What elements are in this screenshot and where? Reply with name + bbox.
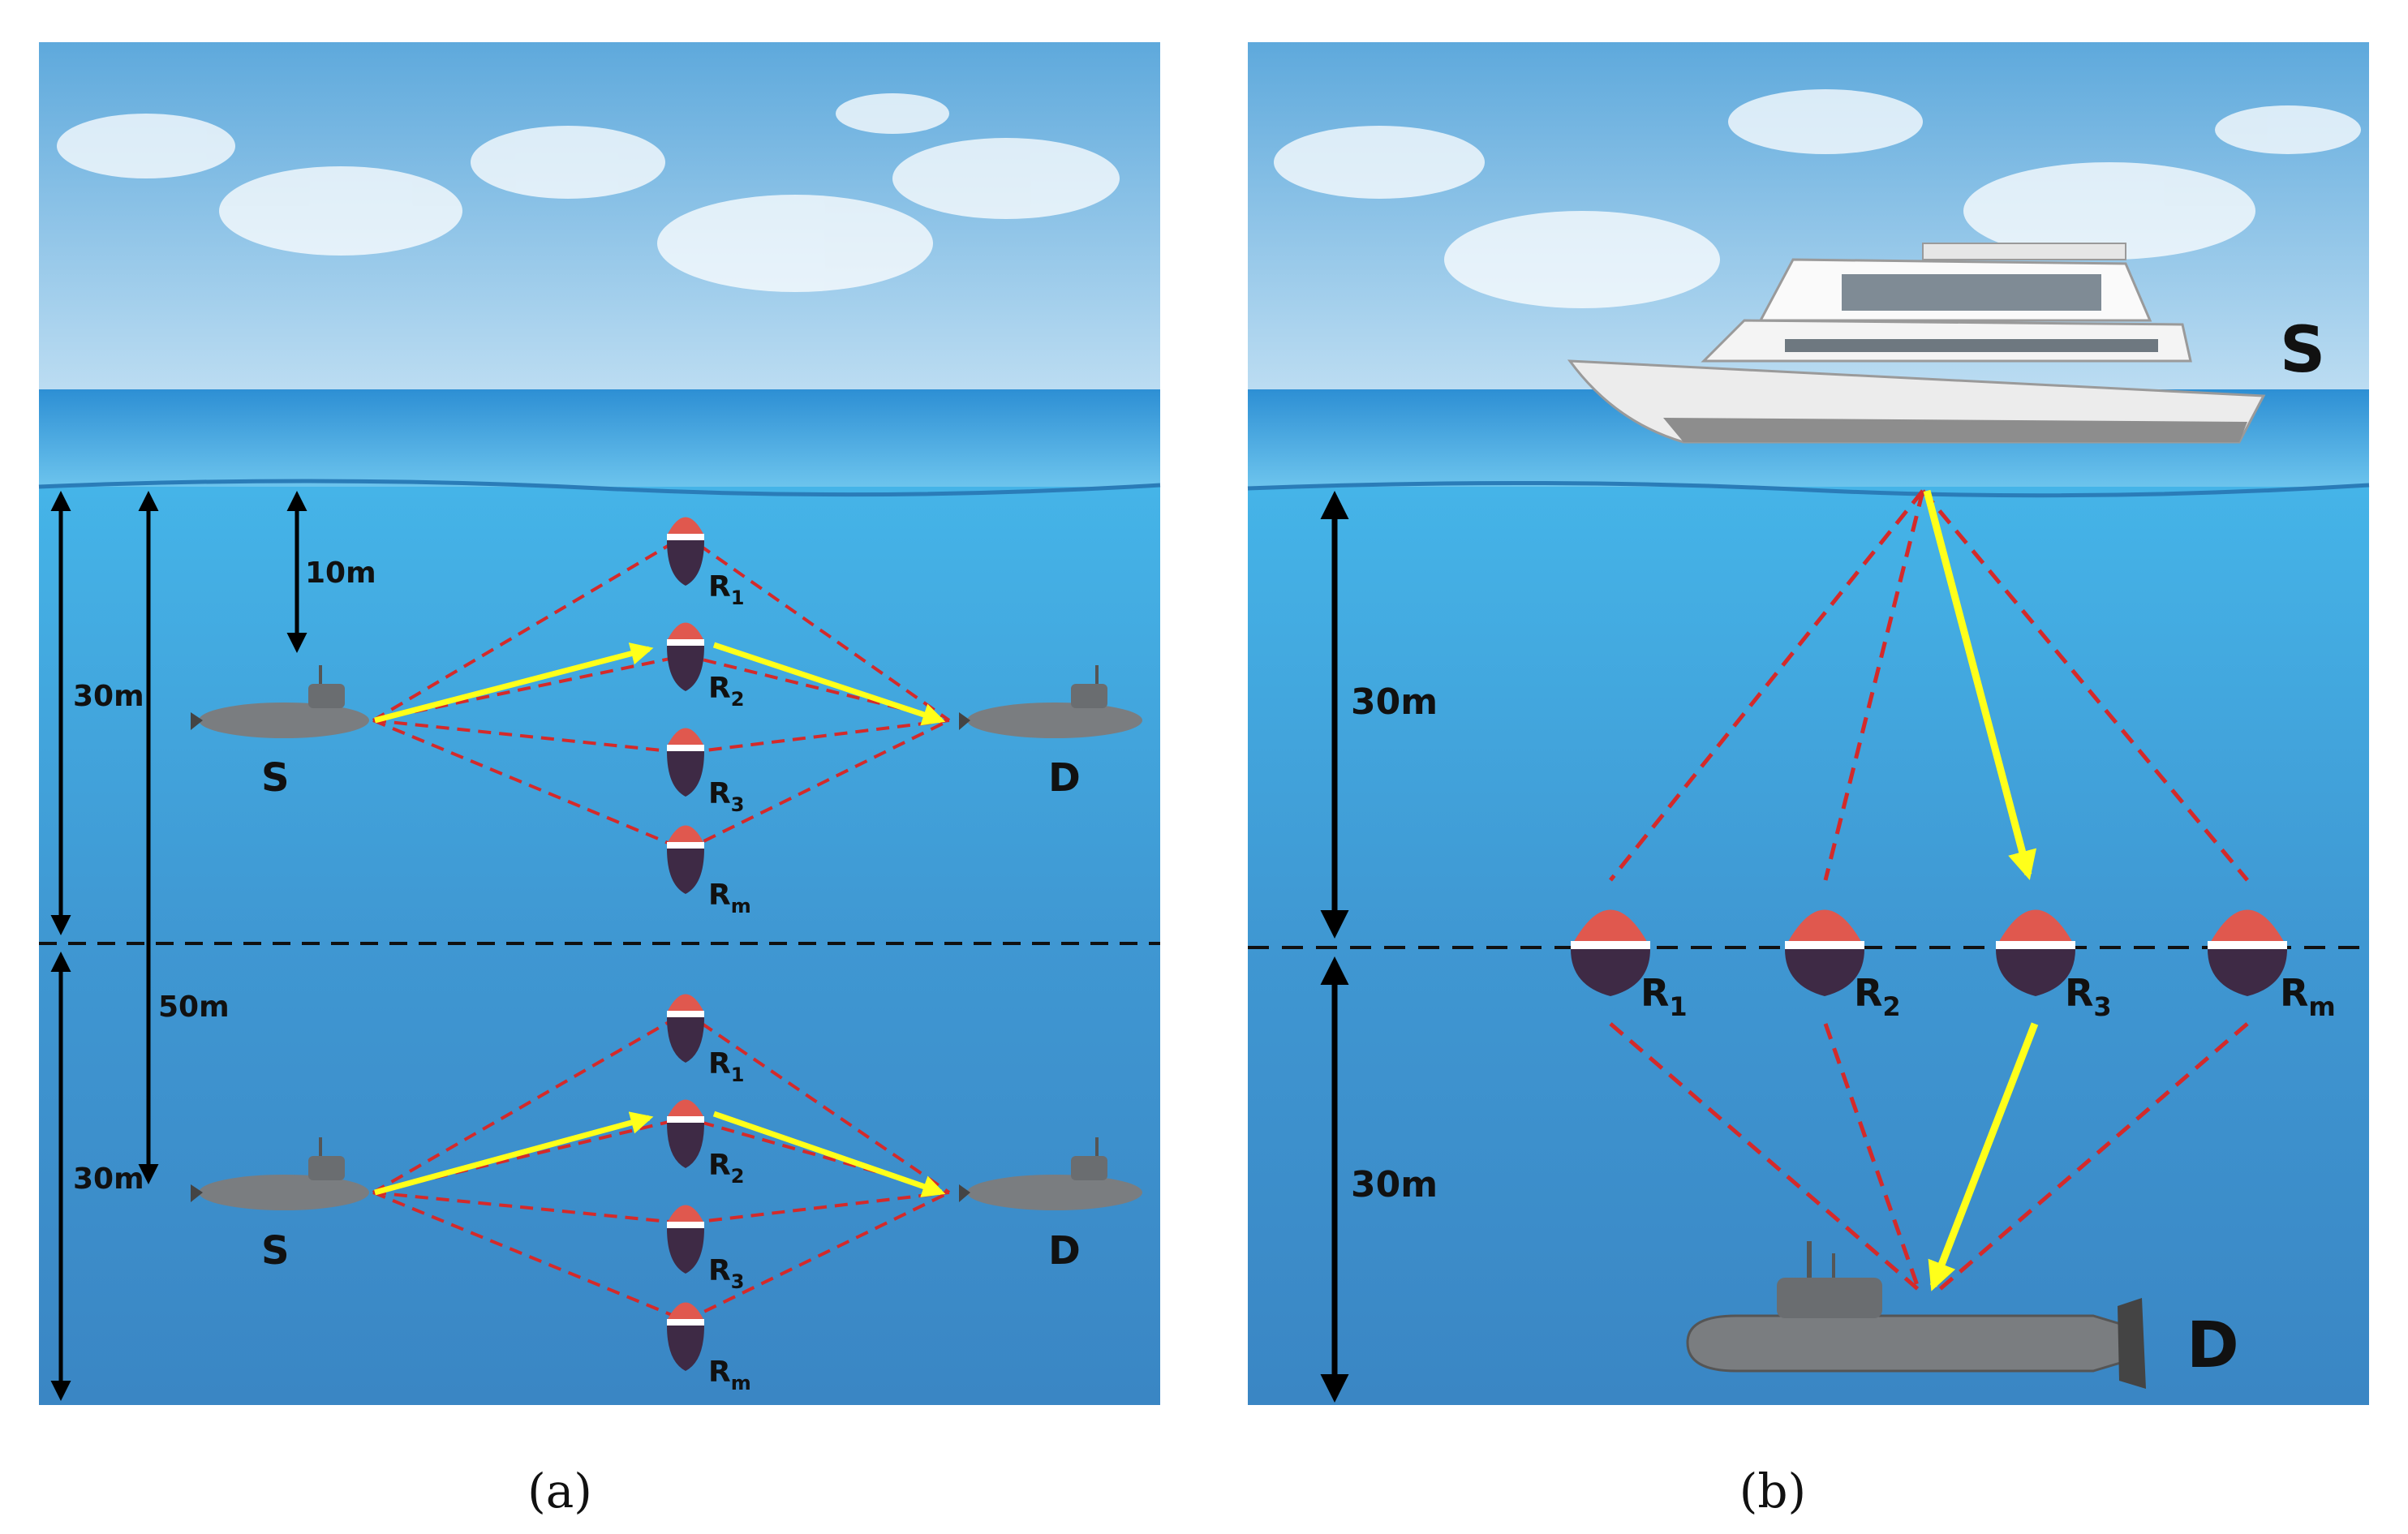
relay-label-upper-2: R2 — [708, 672, 744, 711]
destination-label-lower: D — [1048, 1228, 1081, 1274]
submarine-destination-lower — [959, 1137, 1142, 1210]
relay-label-b-1: R1 — [1640, 971, 1688, 1022]
relay-label-upper-3: R3 — [708, 777, 744, 816]
relay-buoy-upper-m — [667, 825, 704, 894]
relay-label-lower-m: Rm — [708, 1356, 751, 1394]
relay-label-b-3: R3 — [2065, 971, 2112, 1022]
relay-buoy-upper-1 — [667, 517, 704, 586]
selected-path-lower — [374, 1111, 946, 1197]
relay-buoy-lower-3 — [667, 1205, 704, 1274]
clouds-b — [1274, 89, 2361, 308]
selected-path-b — [1923, 489, 2039, 1291]
clouds-a — [57, 93, 1120, 292]
scenario-upper: S D — [191, 517, 1142, 917]
destination-label-b: D — [2187, 1309, 2239, 1382]
relay-buoy-upper-2 — [667, 622, 704, 691]
surface-line-a — [38, 479, 1161, 497]
depth-label-relay-gap: 10m — [305, 556, 376, 590]
source-label-lower: S — [261, 1228, 290, 1274]
relay-label-b-m: Rm — [2280, 971, 2336, 1022]
relay-buoy-lower-m — [667, 1302, 704, 1371]
relay-label-lower-1: R1 — [708, 1047, 744, 1086]
relay-buoy-lower-2 — [667, 1099, 704, 1168]
panel-a: 30m 30m 50m 10m S — [38, 42, 1161, 1405]
submarine-destination-b — [1686, 1241, 2146, 1389]
depth-label-total: 50m — [158, 990, 230, 1024]
sea-a — [39, 487, 1160, 1405]
relay-label-upper-m: Rm — [708, 879, 751, 917]
relay-buoy-upper-3 — [667, 728, 704, 797]
selected-path-upper — [374, 642, 946, 726]
candidate-paths-b — [1609, 489, 2249, 1291]
relay-label-lower-3: R3 — [708, 1254, 744, 1293]
wave-band-a — [39, 389, 1160, 491]
relay-label-b-2: R2 — [1854, 971, 1901, 1022]
caption-b: (b) — [1739, 1463, 1806, 1519]
scenario-lower: S D — [191, 994, 1142, 1394]
submarine-destination-upper — [959, 665, 1142, 738]
depth-label-upper-b: 30m — [1351, 681, 1438, 723]
yacht-source — [1567, 243, 2266, 444]
relay-buoy-b-3 — [1996, 909, 2075, 996]
relay-buoy-b-1 — [1571, 909, 1650, 996]
relay-buoy-b-m — [2208, 909, 2287, 996]
relay-label-upper-1: R1 — [708, 570, 744, 609]
relay-buoy-b-2 — [1785, 909, 1864, 996]
depth-label-lower-b: 30m — [1351, 1164, 1438, 1205]
panel-b: S 30m 30m — [1247, 42, 2370, 1405]
destination-label-upper: D — [1048, 755, 1081, 801]
source-label-upper: S — [261, 755, 290, 801]
surface-line-b — [1247, 480, 2370, 498]
submarine-source-lower — [191, 1137, 369, 1210]
caption-a: (a) — [527, 1463, 592, 1519]
relay-buoy-lower-1 — [667, 994, 704, 1063]
source-label-b: S — [2280, 314, 2325, 387]
depth-label-left-lower: 30m — [73, 1162, 144, 1196]
depth-label-left-upper: 30m — [73, 680, 144, 713]
relay-label-lower-2: R2 — [708, 1149, 744, 1188]
submarine-source-upper — [191, 665, 369, 738]
